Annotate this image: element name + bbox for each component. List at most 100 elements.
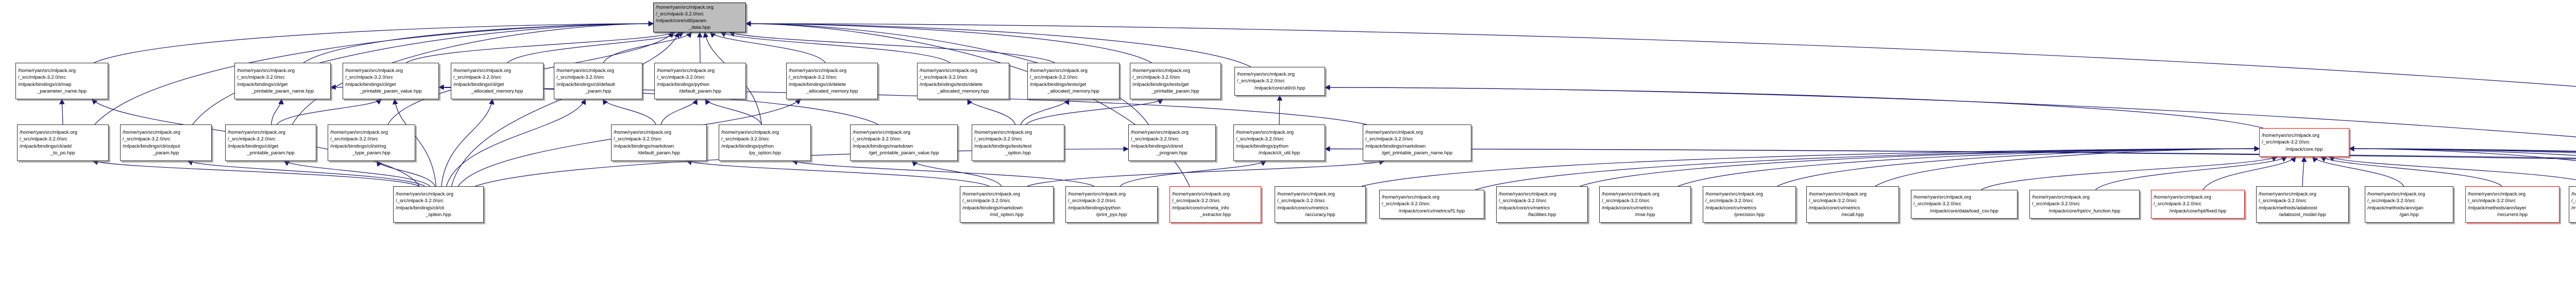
node-path-line: /mlpack/core.hpp <box>2285 146 2323 152</box>
graph-node-tests_get_printable_param[interactable]: /home/ryan/src/mlpack.org/_src/mlpack-3.… <box>1130 63 1221 99</box>
node-path-line: /mlpack/bindings/cli/get <box>453 81 504 87</box>
graph-node-cli_get_printable_param[interactable]: /home/ryan/src/mlpack.org/_src/mlpack-3.… <box>225 124 316 161</box>
node-path-line: /mlpack/bindings/markdown <box>1365 143 1426 149</box>
graph-node-python_print_pyx[interactable]: /home/ryan/src/mlpack.org/_src/mlpack-3.… <box>1065 186 1158 223</box>
graph-node-cli_default_param[interactable]: /home/ryan/src/mlpack.org/_src/mlpack-3.… <box>554 63 642 99</box>
node-path-line: /mlpack/bindings/cli/get <box>345 81 396 87</box>
graph-node-metrics_mse[interactable]: /home/ryan/src/mlpack.org/_src/mlpack-3.… <box>1599 186 1691 223</box>
graph-node-markdown_get_printable_param_name[interactable]: /home/ryan/src/mlpack.org/_src/mlpack-3.… <box>1363 124 1471 161</box>
include-edge <box>2202 156 2296 190</box>
node-path-line: /_src/mlpack-3.2.0/src <box>1365 136 1413 142</box>
node-path-line: /get_printable_param_value.hpp <box>869 150 939 156</box>
node-path-line: /mlpack/core/cv/metrics <box>1705 205 1757 211</box>
graph-node-cli_add_to_po[interactable]: /home/ryan/src/mlpack.org/_src/mlpack-3.… <box>17 124 109 161</box>
graph-node-markdown_get_printable_param_value[interactable]: /home/ryan/src/mlpack.org/_src/mlpack-3.… <box>850 124 958 161</box>
node-path-line: /mlpack/bindings/cli/get <box>237 81 288 87</box>
graph-node-cli_string_type_param[interactable]: /home/ryan/src/mlpack.org/_src/mlpack-3.… <box>328 124 415 161</box>
node-path-line: /home/ryan/src/mlpack.org <box>974 129 1032 135</box>
node-path-line: /_src/mlpack-3.2.0/src <box>18 75 66 81</box>
node-path-line: /recurrent.hpp <box>2497 211 2528 218</box>
include-edge <box>2348 146 2576 152</box>
node-path-line: /home/ryan/src/mlpack.org <box>1172 191 1230 197</box>
node-path-line: /_src/mlpack-3.2.0/src <box>2367 198 2415 204</box>
node-path-line: /mlpack/core/util/param <box>656 18 707 24</box>
node-path-line: /_src/mlpack-3.2.0/src <box>1499 198 1547 204</box>
node-path-line: /home/ryan/src/mlpack.org <box>1365 129 1423 135</box>
node-path-line: _printable_param_value.hpp <box>360 88 422 94</box>
node-path-line: /home/ryan/src/mlpack.org <box>2259 191 2316 197</box>
node-path-line: /recall.hpp <box>1841 211 1864 218</box>
graph-node-adaboost_model[interactable]: /home/ryan/src/mlpack.org/_src/mlpack-3.… <box>2256 186 2349 223</box>
include-edge <box>1324 84 2264 129</box>
graph-node-ann_recurrent[interactable]: /home/ryan/src/mlpack.org/_src/mlpack-3.… <box>2465 186 2560 223</box>
graph-node-data_load_csv[interactable]: /home/ryan/src/mlpack.org/_src/mlpack-3.… <box>1911 190 2018 219</box>
graph-node-cli_delete_allocated_memory[interactable]: /home/ryan/src/mlpack.org/_src/mlpack-3.… <box>786 63 878 99</box>
node-path-line: /mlpack/core/hpt/fixed.hpp <box>2169 208 2227 214</box>
graph-node-cli_get_printable_param_name[interactable]: /home/ryan/src/mlpack.org/_src/mlpack-3.… <box>234 63 331 99</box>
node-path-line: /mlpack/bindings/cli/string <box>330 143 386 149</box>
graph-node-python_default_param[interactable]: /home/ryan/src/mlpack.org/_src/mlpack-3.… <box>654 63 746 99</box>
include-edge <box>2348 146 2576 152</box>
graph-node-metrics_precision[interactable]: /home/ryan/src/mlpack.org/_src/mlpack-3.… <box>1703 186 1796 223</box>
node-path-line: /mlpack/core/cv/metrics <box>1602 205 1653 211</box>
graph-node-cli_get_allocated_memory[interactable]: /home/ryan/src/mlpack.org/_src/mlpack-3.… <box>451 63 544 99</box>
graph-node-cv_meta_info_extractor[interactable]: /home/ryan/src/mlpack.org/_src/mlpack-3.… <box>1170 186 1261 223</box>
graph-node-metrics_f1[interactable]: /home/ryan/src/mlpack.org/_src/mlpack-3.… <box>1379 190 1484 219</box>
node-path-line: _type_param.hpp <box>352 150 391 156</box>
graph-node-ann_rbm[interactable]: /home/ryan/src/mlpack.org/_src/mlpack-3.… <box>2569 186 2576 223</box>
node-path-line: /home/ryan/src/mlpack.org <box>2032 194 2090 200</box>
graph-node-cli_map_parameter_name[interactable]: /home/ryan/src/mlpack.org/_src/mlpack-3.… <box>15 63 108 99</box>
node-path-line: /mlpack/core/util/cli.hpp <box>1254 85 1306 91</box>
graph-node-cli_cli_option[interactable]: /home/ryan/src/mlpack.org/_src/mlpack-3.… <box>393 186 484 223</box>
node-path-line: /home/ryan/src/mlpack.org <box>1030 67 1088 74</box>
include-edge <box>94 21 654 125</box>
graph-node-metrics_facilities[interactable]: /home/ryan/src/mlpack.org/_src/mlpack-3.… <box>1496 186 1588 223</box>
node-path-line: _parameter_name.hpp <box>37 88 87 94</box>
node-path-line: /home/ryan/src/mlpack.org <box>18 67 76 74</box>
node-path-line: /print_pyx.hpp <box>1096 211 1127 218</box>
graph-node-metrics_recall[interactable]: /home/ryan/src/mlpack.org/_src/mlpack-3.… <box>1806 186 1899 223</box>
graph-node-hpt_fixed[interactable]: /home/ryan/src/mlpack.org/_src/mlpack-3.… <box>2151 190 2245 219</box>
node-path-line: /_src/mlpack-3.2.0/src <box>1068 198 1116 204</box>
include-edge <box>1120 160 1266 187</box>
node-path-line: /mlpack/bindings/markdown <box>853 143 913 149</box>
graph-node-cli_end_program[interactable]: /home/ryan/src/mlpack.org/_src/mlpack-3.… <box>1128 124 1216 161</box>
graph-node-python_py_option[interactable]: /home/ryan/src/mlpack.org/_src/mlpack-3.… <box>719 124 811 161</box>
node-path-line: /mlpack/bindings/cli/add <box>20 143 72 149</box>
include-edge <box>187 160 425 187</box>
node-path-line: /home/ryan/src/mlpack.org <box>1499 191 1556 197</box>
graph-node-tests_test_option[interactable]: /home/ryan/src/mlpack.org/_src/mlpack-3.… <box>972 124 1064 161</box>
graph-node-markdown_default_param[interactable]: /home/ryan/src/mlpack.org/_src/mlpack-3.… <box>611 124 707 161</box>
include-edge <box>1020 99 1070 125</box>
include-edge <box>92 159 420 187</box>
node-path-line: /mlpack/bindings/python <box>721 143 774 149</box>
node-path-line: /_src/mlpack-3.2.0/src <box>1277 198 1325 204</box>
node-path-line: /py_option.hpp <box>749 150 781 156</box>
node-path-line: /mlpack/methods/ann/rbm <box>2571 205 2576 211</box>
include-edge <box>1324 146 2576 158</box>
graph-node-python_cli_util[interactable]: /home/ryan/src/mlpack.org/_src/mlpack-3.… <box>1233 124 1325 161</box>
graph-node-markdown_md_option[interactable]: /home/ryan/src/mlpack.org/_src/mlpack-3.… <box>960 186 1054 223</box>
graph-node-metrics_accuracy[interactable]: /home/ryan/src/mlpack.org/_src/mlpack-3.… <box>1275 186 1366 223</box>
node-path-line: /_src/mlpack-3.2.0/src <box>396 198 444 204</box>
node-path-line: /mlpack/bindings/tests/get <box>1030 81 1087 87</box>
node-path-line: /home/ryan/src/mlpack.org <box>656 5 714 10</box>
include-edge <box>745 21 1190 187</box>
node-path-line: /mlpack/bindings/cli/map <box>18 81 72 87</box>
node-path-line: /mlpack/core/cv/meta_info <box>1172 205 1229 211</box>
node-path-line: /_src/mlpack-3.2.0/src <box>789 75 837 81</box>
node-path-line: /_src/mlpack-3.2.0/src <box>2032 201 2080 207</box>
graph-node-ann_gan[interactable]: /home/ryan/src/mlpack.org/_src/mlpack-3.… <box>2365 186 2453 223</box>
graph-node-tests_delete_allocated_memory[interactable]: /home/ryan/src/mlpack.org/_src/mlpack-3.… <box>917 63 1009 99</box>
node-path-line: /home/ryan/src/mlpack.org <box>345 67 403 74</box>
graph-node-hpt_cv_function[interactable]: /home/ryan/src/mlpack.org/_src/mlpack-3.… <box>2029 190 2140 219</box>
graph-node-cli_get_printable_param_value[interactable]: /home/ryan/src/mlpack.org/_src/mlpack-3.… <box>343 63 439 99</box>
graph-node-core_hpp[interactable]: /home/ryan/src/mlpack.org/_src/mlpack-3.… <box>2259 128 2349 157</box>
node-path-line: /home/ryan/src/mlpack.org <box>1705 191 1763 197</box>
graph-node-cli_output_param[interactable]: /home/ryan/src/mlpack.org/_src/mlpack-3.… <box>120 124 212 161</box>
node-path-line: _option.hpp <box>1005 150 1031 156</box>
include-edge <box>1361 146 2260 187</box>
graph-node-core_util_cli[interactable]: /home/ryan/src/mlpack.org/_src/mlpack-3.… <box>1234 67 1325 96</box>
graph-node-tests_get_allocated_memory[interactable]: /home/ryan/src/mlpack.org/_src/mlpack-3.… <box>1027 63 1120 99</box>
include-edge <box>792 159 1095 187</box>
